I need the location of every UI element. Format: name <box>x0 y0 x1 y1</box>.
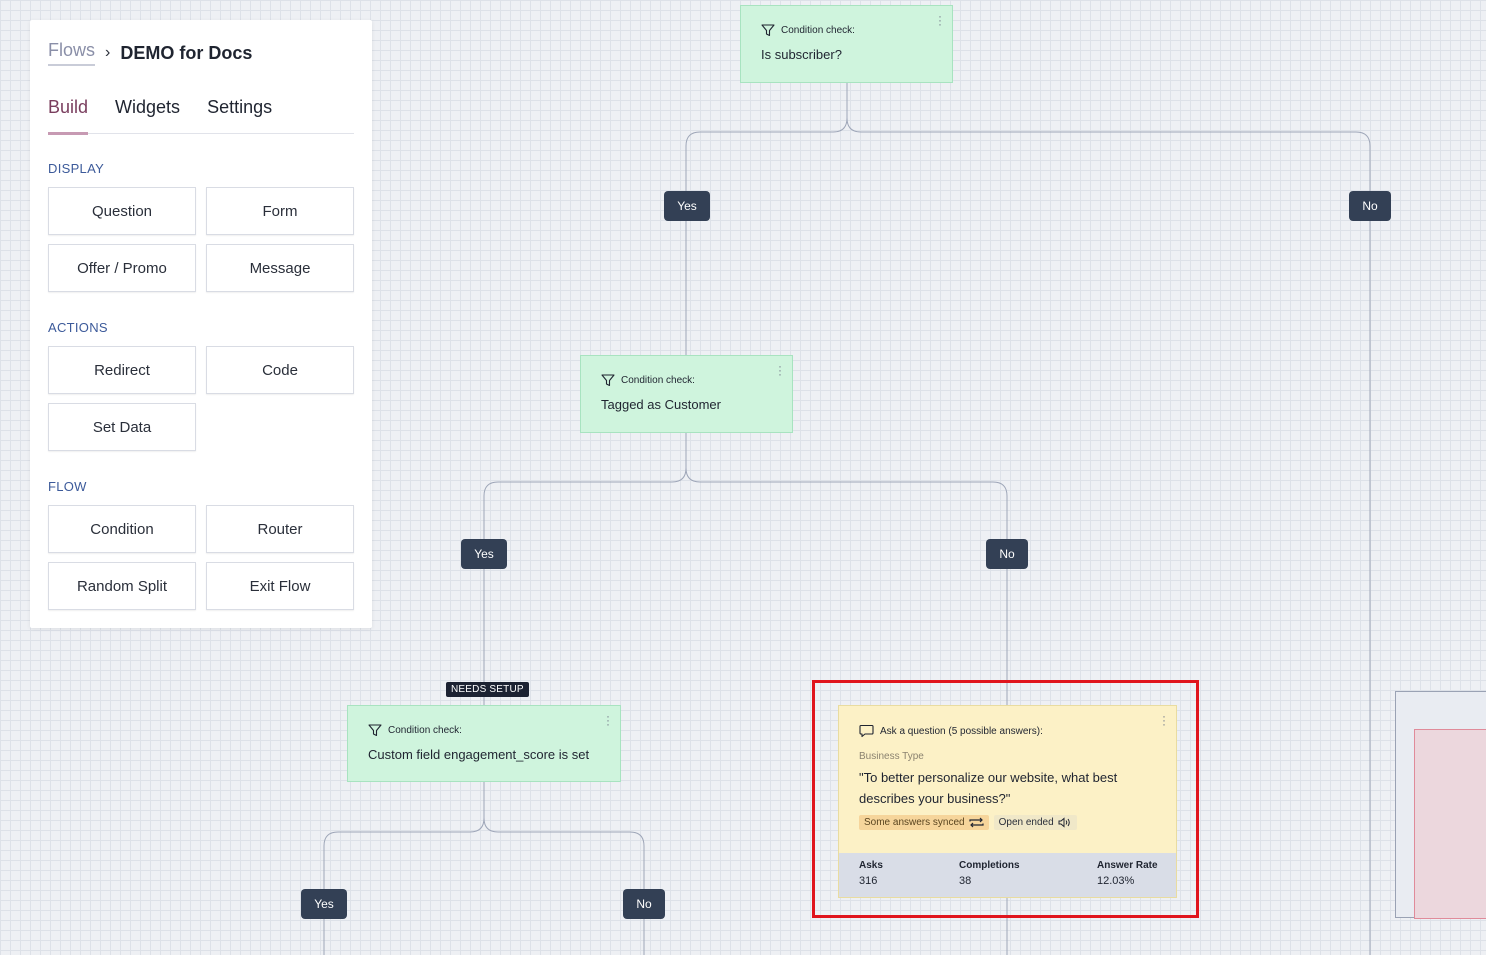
add-condition-button[interactable]: Condition <box>48 505 196 553</box>
speech-bubble-icon <box>859 724 874 738</box>
node-head: Condition check: <box>621 375 695 386</box>
add-code-button[interactable]: Code <box>206 346 354 394</box>
offscreen-node-inner <box>1414 729 1486 919</box>
question-stats: Asks 316 Completions 38 Answer Rate 12.0… <box>839 853 1176 897</box>
stat-label: Answer Rate <box>1097 860 1158 871</box>
condition-node-engagement[interactable]: Condition check: Custom field engagement… <box>347 705 621 782</box>
branch-no-pill: No <box>1349 191 1391 221</box>
condition-node-customer[interactable]: Condition check: Tagged as Customer ··· <box>580 355 793 433</box>
tab-build[interactable]: Build <box>48 94 89 135</box>
stat-label: Asks <box>859 860 883 871</box>
stat-label: Completions <box>959 860 1020 871</box>
question-tags: Some answers synced Open ended <box>859 815 1082 830</box>
branch-no-pill: No <box>986 539 1028 569</box>
node-body: Tagged as Customer <box>601 397 721 412</box>
node-head: Ask a question (5 possible answers): <box>880 725 1043 737</box>
add-form-button[interactable]: Form <box>206 187 354 235</box>
panel-tabs: Build Widgets Settings <box>48 94 354 135</box>
breadcrumb-flows-link[interactable]: Flows <box>48 40 96 66</box>
branch-no-pill: No <box>623 889 665 919</box>
node-body: Is subscriber? <box>761 47 842 62</box>
branch-yes-pill: Yes <box>664 191 710 221</box>
stat-value: 12.03% <box>1097 875 1135 887</box>
question-category: Business Type <box>859 751 924 762</box>
synced-tag-label: Some answers synced <box>864 817 965 828</box>
filter-icon <box>761 24 775 37</box>
stat-completions: Completions 38 <box>959 860 1020 887</box>
open-ended-tag-label: Open ended <box>998 817 1054 828</box>
section-label-display: DISPLAY <box>48 161 105 176</box>
add-message-button[interactable]: Message <box>206 244 354 292</box>
speaker-icon <box>1058 817 1070 828</box>
question-text: "To better personalize our website, what… <box>859 770 1118 806</box>
section-label-actions: ACTIONS <box>48 320 108 335</box>
more-menu-icon[interactable]: ··· <box>938 9 942 31</box>
add-random-split-button[interactable]: Random Split <box>48 562 196 610</box>
more-menu-icon[interactable]: ··· <box>778 359 782 381</box>
question-node[interactable]: Ask a question (5 possible answers): Bus… <box>838 705 1177 898</box>
offscreen-node[interactable] <box>1395 691 1486 919</box>
stat-asks: Asks 316 <box>859 860 883 887</box>
condition-node-subscriber[interactable]: Condition check: Is subscriber? ··· <box>740 5 953 83</box>
add-set-data-button[interactable]: Set Data <box>48 403 196 451</box>
filter-icon <box>368 724 382 737</box>
filter-icon <box>601 374 615 387</box>
add-offer-promo-button[interactable]: Offer / Promo <box>48 244 196 292</box>
sync-icon <box>969 817 984 828</box>
breadcrumb-current: DEMO for Docs <box>120 42 253 63</box>
more-menu-icon[interactable]: ··· <box>1162 709 1166 731</box>
stat-value: 316 <box>859 875 878 887</box>
add-router-button[interactable]: Router <box>206 505 354 553</box>
node-head: Condition check: <box>388 725 462 736</box>
add-exit-flow-button[interactable]: Exit Flow <box>206 562 354 610</box>
add-redirect-button[interactable]: Redirect <box>48 346 196 394</box>
breadcrumb-separator: › <box>105 44 111 61</box>
tab-widgets[interactable]: Widgets <box>115 97 181 117</box>
breadcrumb: Flows › DEMO for Docs <box>48 40 252 66</box>
synced-tag: Some answers synced <box>859 815 989 830</box>
node-body: Custom field engagement_score is set <box>368 747 590 762</box>
open-ended-tag: Open ended <box>993 815 1077 830</box>
node-head: Condition check: <box>781 25 855 36</box>
branch-yes-pill: Yes <box>461 539 507 569</box>
tab-settings[interactable]: Settings <box>207 97 273 117</box>
add-question-button[interactable]: Question <box>48 187 196 235</box>
branch-yes-pill: Yes <box>301 889 347 919</box>
stat-answer-rate: Answer Rate 12.03% <box>1097 860 1158 887</box>
needs-setup-badge: NEEDS SETUP <box>446 682 529 697</box>
builder-panel: Flows › DEMO for Docs Build Widgets Sett… <box>30 20 372 628</box>
stat-value: 38 <box>959 875 972 887</box>
more-menu-icon[interactable]: ··· <box>606 709 610 731</box>
section-label-flow: FLOW <box>48 479 87 494</box>
